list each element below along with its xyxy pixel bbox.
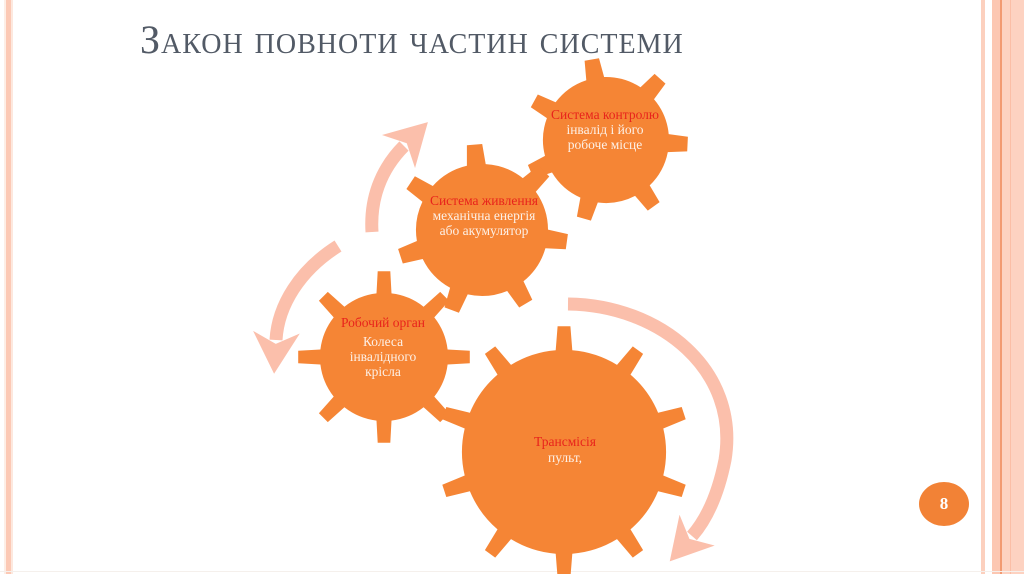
- gear-transmission-body: пульт,: [547, 449, 583, 465]
- gear-power-body: механічна енергія або акумулятор: [432, 208, 536, 239]
- gear-working-body: Колеса інвалідного крісла: [349, 334, 417, 380]
- page-number-badge: 8: [919, 482, 969, 526]
- gear-working-label: Робочий орган Колеса інвалідного крісла: [333, 315, 433, 379]
- gear-transmission-label: Трансмісія пульт,: [505, 434, 625, 465]
- right-stripe-5: [1010, 0, 1011, 574]
- cycle-arrow-right: [567, 297, 734, 562]
- gear-power-label: Система живлення механічна енергія або а…: [427, 193, 541, 238]
- gear-working-heading: Робочий орган: [340, 315, 426, 330]
- cycle-arrow-top-left: [365, 122, 428, 233]
- left-stripe-edge: [11, 0, 13, 574]
- gear-working: [298, 271, 470, 443]
- gear-power: [398, 144, 568, 313]
- gear-transmission: [442, 326, 686, 574]
- gear-control-body: інвалід і його робоче місце: [566, 121, 644, 152]
- right-stripe-4: [1002, 0, 1024, 574]
- right-stripe-3: [1000, 0, 1002, 574]
- right-stripe-1: [981, 0, 985, 574]
- left-stripe: [6, 0, 11, 574]
- bottom-divider: [0, 571, 1024, 572]
- cycle-arrow-left: [253, 240, 342, 374]
- right-stripe-2: [992, 0, 1000, 574]
- gear-control: [527, 58, 688, 221]
- gear-transmission-heading: Трансмісія: [534, 434, 596, 449]
- gear-control-heading: Система контролю: [551, 107, 659, 122]
- gear-power-heading: Система живлення: [429, 193, 539, 208]
- gear-control-label: Система контролю інвалід і його робоче м…: [548, 107, 662, 153]
- left-stripe-thin: [4, 0, 6, 574]
- slide-title: Закон повноти частин системи: [140, 17, 684, 62]
